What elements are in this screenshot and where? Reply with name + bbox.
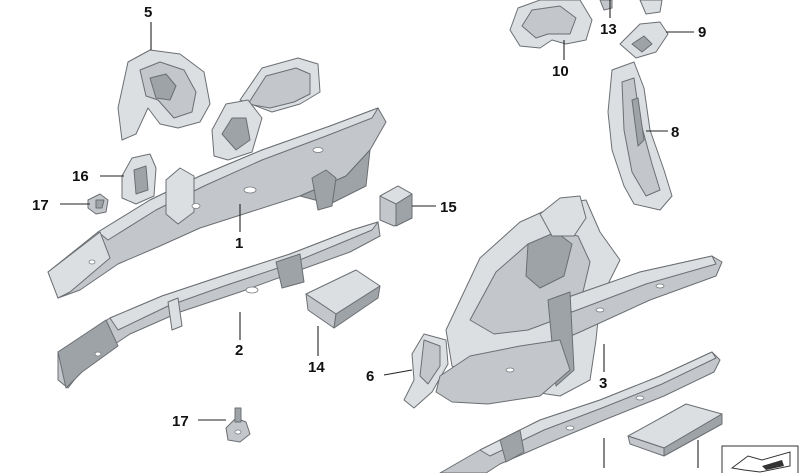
part-10-bracket [509, 0, 593, 49]
part-16-clip [87, 193, 109, 215]
callout-8: 8 [671, 124, 679, 141]
part-8-pillar [607, 61, 673, 211]
part-5-wheelhouse-panel [117, 49, 211, 141]
callout-1: 1 [235, 235, 243, 252]
leader-lines [60, 0, 699, 468]
callout-17: 17 [172, 413, 189, 430]
callout-4: 4 [599, 471, 608, 473]
callout-6: 6 [366, 368, 374, 385]
callouts: 5 1 2 3 4 16 17 15 14 17 6 7 10 13 9 8 [32, 4, 706, 473]
part-6-bracket [403, 333, 449, 409]
part-7-panel [627, 403, 723, 457]
callout-9: 9 [698, 24, 706, 41]
callout-14: 15 [440, 199, 457, 216]
part-17-stud [225, 407, 251, 443]
part-13-reinforcement [305, 269, 381, 329]
callout-5: 5 [144, 4, 152, 21]
part-1-frame-assembly [47, 57, 387, 299]
callout-3: 3 [599, 375, 607, 392]
callout-10: 10 [552, 63, 569, 80]
callout-7: 7 [693, 471, 701, 473]
callout-16: 17 [32, 197, 49, 214]
reference-arrow-icon [721, 445, 799, 473]
callout-13: 14 [308, 359, 325, 376]
part-9-bracket [619, 21, 669, 59]
part-3-rear-assembly [435, 195, 723, 405]
part-15-bracket [121, 153, 157, 205]
part-14-bracket [379, 185, 413, 227]
part-12-bracket [599, 0, 663, 15]
callout-2: 2 [235, 342, 243, 359]
part-2-longitudinal-member [57, 221, 381, 389]
callout-12: 13 [600, 21, 617, 38]
part-4-side-member [439, 351, 721, 473]
callout-15: 16 [72, 168, 89, 185]
